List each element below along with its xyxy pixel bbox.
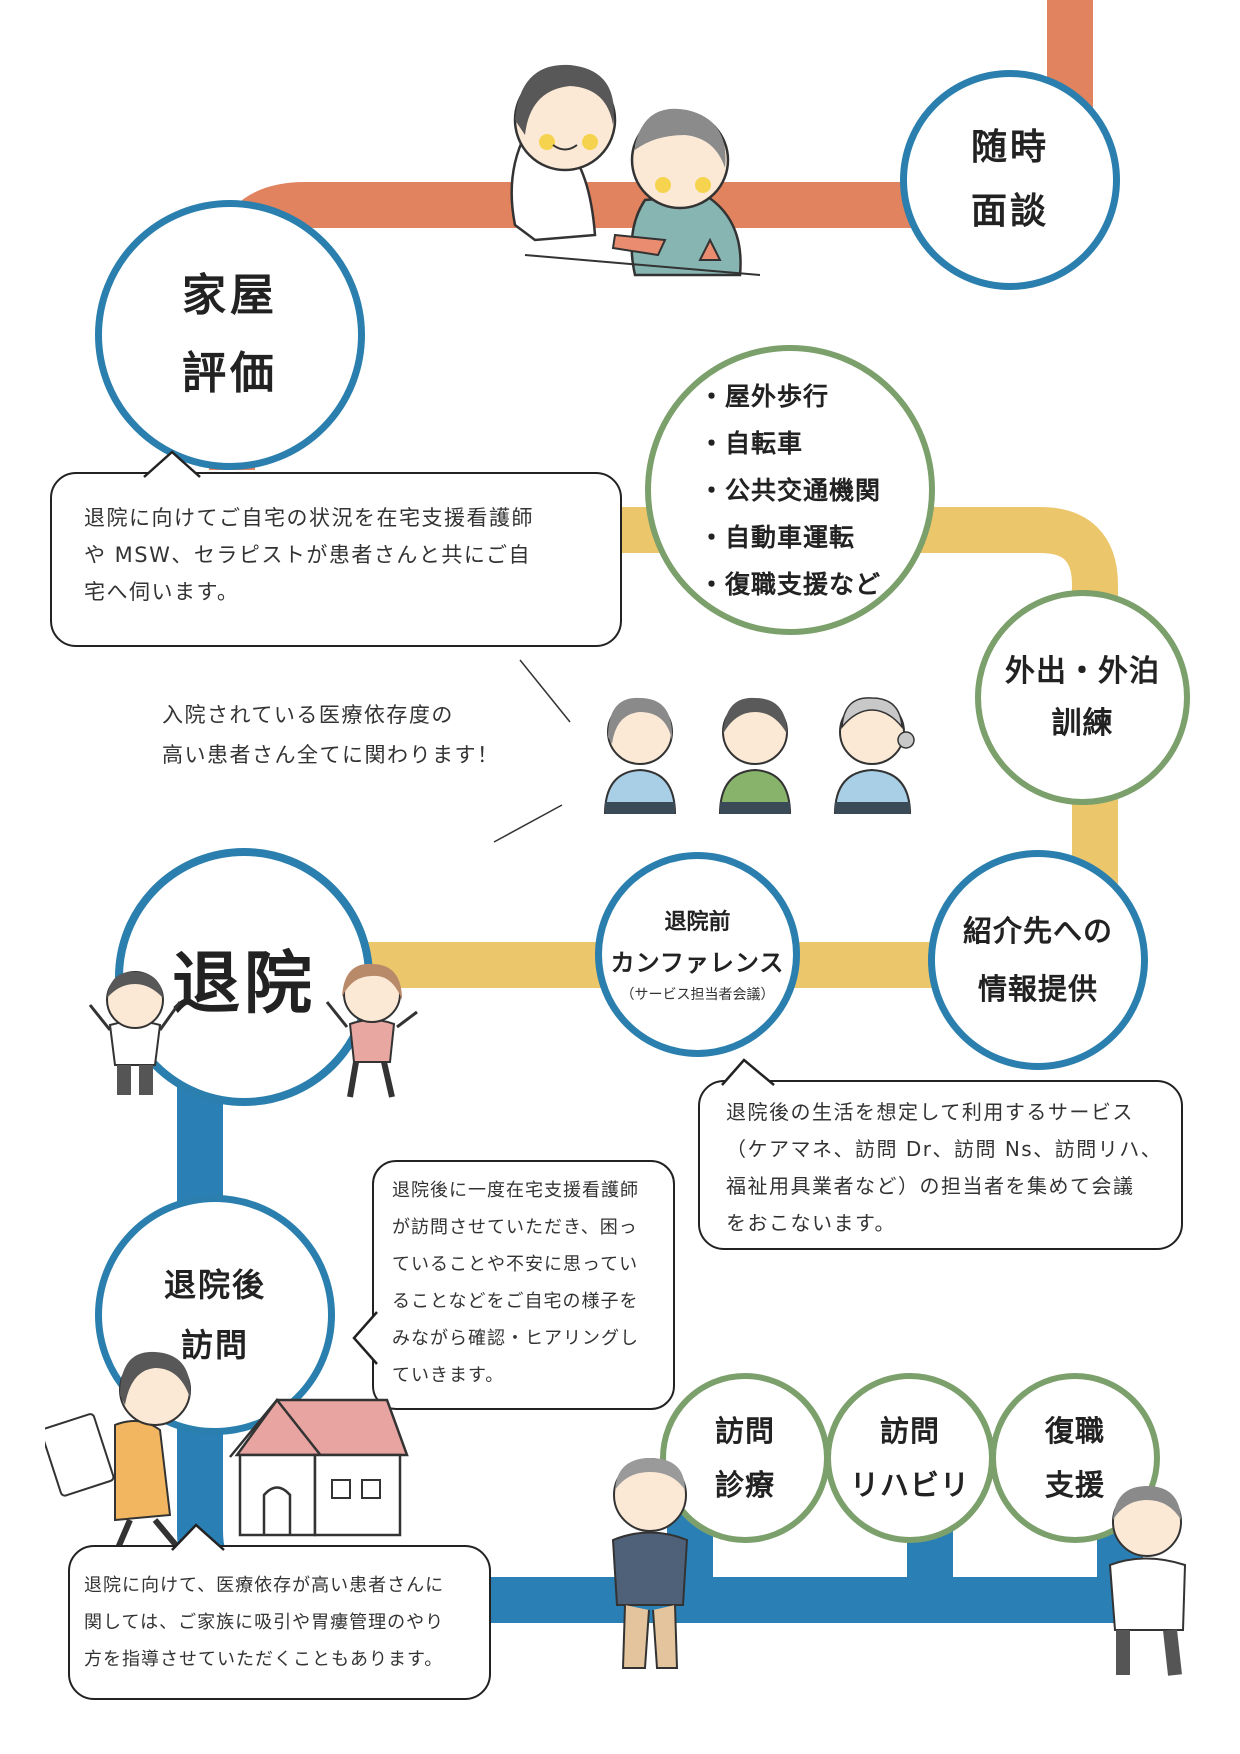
interview-line1: 随時 (970, 127, 1049, 168)
training-item-outdoor-walking: 屋外歩行 (699, 373, 881, 420)
interview-line2: 面談 (970, 191, 1049, 232)
staff-note-line1: 入院されている医療依存度の (162, 703, 454, 727)
training-item-public-transport: 公共交通機関 (699, 467, 881, 514)
visit-rehab-circle: 訪問 リハビリ (825, 1373, 995, 1543)
home-evaluation-line2: 評価 (182, 348, 278, 399)
guidance-text-line3: 方を指導させていただくこともあります。 (84, 1649, 444, 1670)
home-evaluation-bubble: 退院に向けてご自宅の状況を在宅支援看護師 や MSW、セラピストが患者さんと共に… (50, 450, 622, 647)
conference-text-line4: をおこないます。 (726, 1211, 896, 1235)
conference-line1: 退院前 (664, 909, 731, 935)
interview-people-illustration (510, 64, 761, 277)
bubble-tail (143, 450, 201, 478)
conference-text-line3: 福祉用具業者など）の担当者を集めて会議 (726, 1174, 1135, 1198)
visit-rehab-line1: 訪問 (879, 1414, 940, 1448)
pointer-line-lower (493, 804, 563, 843)
visit-rehab-line2: リハビリ (849, 1468, 970, 1502)
home-evaluation-circle: 家屋 評価 (95, 200, 365, 470)
return-to-work-line1: 復職 (1044, 1414, 1105, 1448)
home-evaluation-text-line1: 退院に向けてご自宅の状況を在宅支援看護師 (84, 506, 534, 530)
home-evaluation-line1: 家屋 (182, 270, 278, 321)
post-visit-text-line1: 退院後に一度在宅支援看護師 (392, 1180, 639, 1201)
post-visit-text-line2: が訪問させていただき、困っ (392, 1217, 638, 1238)
ok-gesture-man-illustration (1108, 1486, 1187, 1676)
staff-illustration-2 (718, 697, 792, 814)
post-visit-text-line3: ていることや不安に思ってい (392, 1254, 639, 1275)
house-illustration (229, 1398, 409, 1537)
referral-line1: 紹介先への (962, 914, 1113, 948)
training-item-bicycle: 自転車 (699, 420, 881, 467)
guidance-text-line1: 退院に向けて、医療依存が高い患者さんに (84, 1575, 445, 1596)
guidance-bubble: 退院に向けて、医療依存が高い患者さんに 関しては、ご家族に吸引や胃瘻管理のやり … (68, 1523, 491, 1700)
bubble-tail (721, 1058, 775, 1086)
walking-nurse-illustration (45, 1351, 191, 1557)
conference-line2: カンファレンス (610, 948, 785, 977)
conference-subtitle: （サービス担当者会議） (620, 986, 775, 1003)
cheering-boy-illustration (88, 971, 182, 1095)
visit-care-line2: 診療 (714, 1468, 775, 1502)
staff-note: 入院されている医療依存度の 高い患者さん全てに関わります！ (162, 695, 500, 775)
post-visit-text-line4: ることなどをご自宅の様子を (392, 1291, 639, 1312)
post-visit-text-line6: ていきます。 (392, 1365, 505, 1386)
pointer-line-upper (519, 659, 571, 723)
conference-bubble: 退院後の生活を想定して利用するサービス （ケアマネ、訪問 Dr、訪問 Ns、訪問… (698, 1058, 1183, 1250)
home-evaluation-text-line3: 宅へ伺います。 (84, 580, 240, 604)
discharge-circle: 退院 (115, 848, 373, 1106)
post-visit-bubble: 退院後に一度在宅支援看護師 が訪問させていただき、困っ ていることや不安に思って… (352, 1160, 675, 1410)
conference-text-line1: 退院後の生活を想定して利用するサービス (726, 1100, 1134, 1124)
training-item-driving: 自動車運転 (699, 514, 881, 561)
staff-illustration-3 (833, 697, 915, 814)
post-visit-text-line5: みながら確認・ヒアリングし (392, 1328, 639, 1349)
training-list-circle: 屋外歩行 自転車 公共交通機関 自動車運転 復職支援など (645, 345, 935, 635)
cheering-girl-illustration (325, 963, 418, 1098)
conference-text-line2: （ケアマネ、訪問 Dr、訪問 Ns、訪問リハ、 (726, 1137, 1163, 1161)
staff-note-line2: 高い患者さん全てに関わります！ (162, 743, 500, 767)
post-visit-line1: 退院後 (163, 1266, 266, 1304)
discharge-label: 退院 (171, 944, 316, 1024)
outing-training-circle: 外出・外泊 訓練 (975, 590, 1190, 805)
interview-circle: 随時 面談 (900, 70, 1120, 290)
staff-illustration-1 (603, 697, 677, 814)
post-visit-line2: 訪問 (180, 1326, 249, 1364)
guidance-text-line2: 関しては、ご家族に吸引や胃瘻管理のやり (84, 1612, 445, 1633)
home-evaluation-text-line2: や MSW、セラピストが患者さんと共にご自 (84, 543, 531, 567)
standing-man-illustration (611, 1458, 689, 1669)
outing-training-line2: 訓練 (1051, 705, 1114, 741)
visit-care-line1: 訪問 (714, 1414, 775, 1448)
return-to-work-line2: 支援 (1044, 1468, 1105, 1502)
training-list: 屋外歩行 自転車 公共交通機関 自動車運転 復職支援など (699, 373, 881, 608)
bubble-tail (171, 1523, 225, 1551)
referral-information-circle: 紹介先への 情報提供 (928, 850, 1148, 1070)
bubble-tail (352, 1311, 378, 1365)
training-item-return-to-work: 復職支援など (699, 561, 881, 608)
pre-discharge-conference-circle: 退院前 カンファレンス （サービス担当者会議） (595, 852, 800, 1057)
outing-training-line1: 外出・外泊 (1005, 653, 1160, 689)
referral-line2: 情報提供 (977, 972, 1098, 1006)
